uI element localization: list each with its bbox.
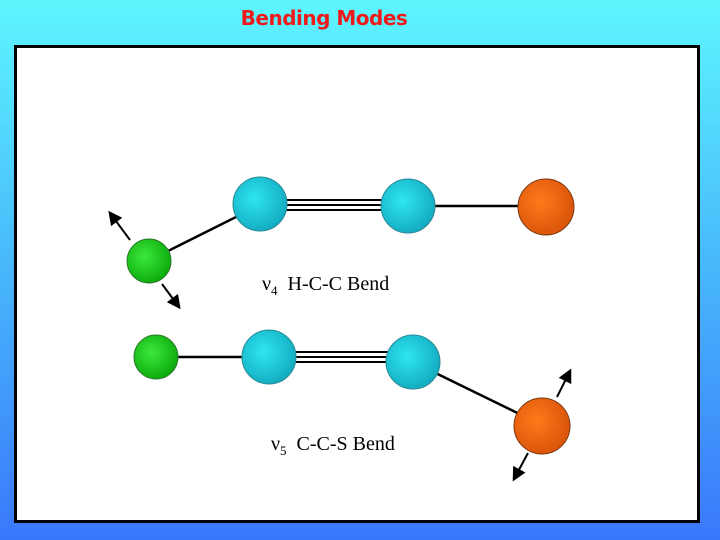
motion-arrow-down xyxy=(512,452,529,482)
mode-nu4-label: ν4 H-C-C Bend xyxy=(262,273,390,298)
hydrogen-atom xyxy=(126,238,172,284)
mode-nu5-label: ν5 C-C-S Bend xyxy=(271,433,395,458)
c-c-triple-bond xyxy=(290,351,392,363)
nu-symbol: ν xyxy=(262,273,272,295)
slide-title: Bending Modes xyxy=(240,6,408,30)
mode-description: C-C-S Bend xyxy=(296,433,395,455)
carbon-atom-2 xyxy=(385,334,441,390)
carbon-atom-1 xyxy=(232,176,288,232)
c-c-triple-bond xyxy=(280,199,385,211)
sulfur-atom xyxy=(513,397,571,455)
motion-arrow-down xyxy=(161,283,181,310)
mode-nu5-molecule xyxy=(133,329,572,482)
mode-subscript: 4 xyxy=(271,283,278,298)
diagram-panel xyxy=(14,45,700,523)
motion-arrow-up xyxy=(108,210,131,241)
mode-subscript: 5 xyxy=(280,443,287,458)
mode-nu4-molecule xyxy=(108,176,575,310)
motion-arrow-up xyxy=(556,368,572,398)
mode-description: H-C-C Bend xyxy=(287,273,390,295)
carbon-atom-2 xyxy=(380,178,436,234)
carbon-atom-1 xyxy=(241,329,297,385)
sulfur-atom xyxy=(517,178,575,236)
hydrogen-atom xyxy=(133,334,179,380)
nu-symbol: ν xyxy=(271,433,281,455)
